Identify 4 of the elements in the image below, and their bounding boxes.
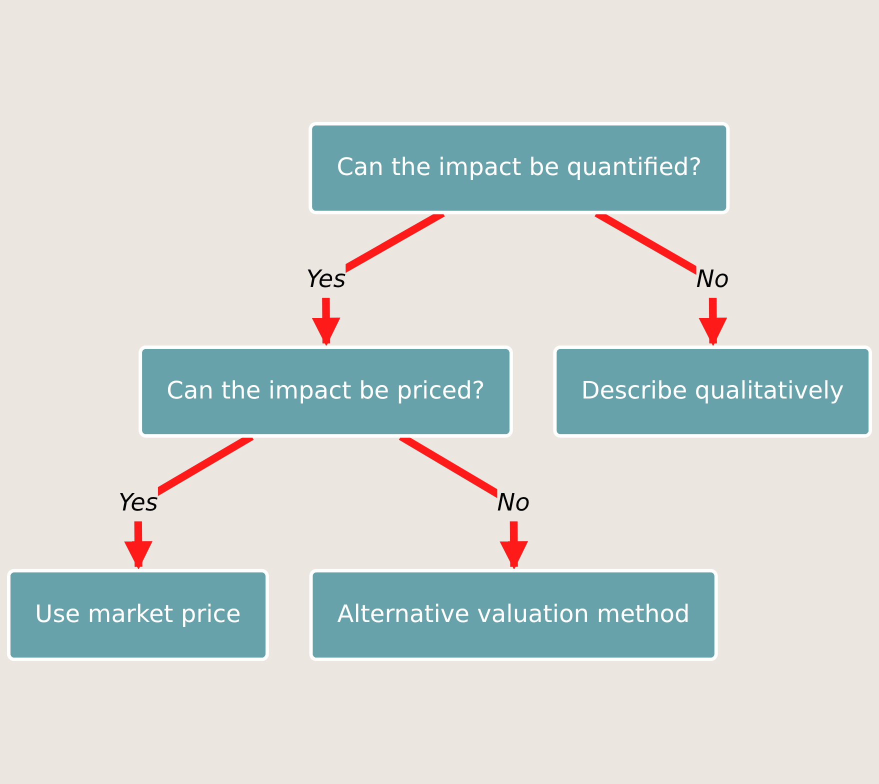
edge-label: No [696,266,729,294]
edge-label: No [497,490,530,518]
edge-label: Yes [306,266,346,294]
edge-label: Yes [118,490,158,518]
